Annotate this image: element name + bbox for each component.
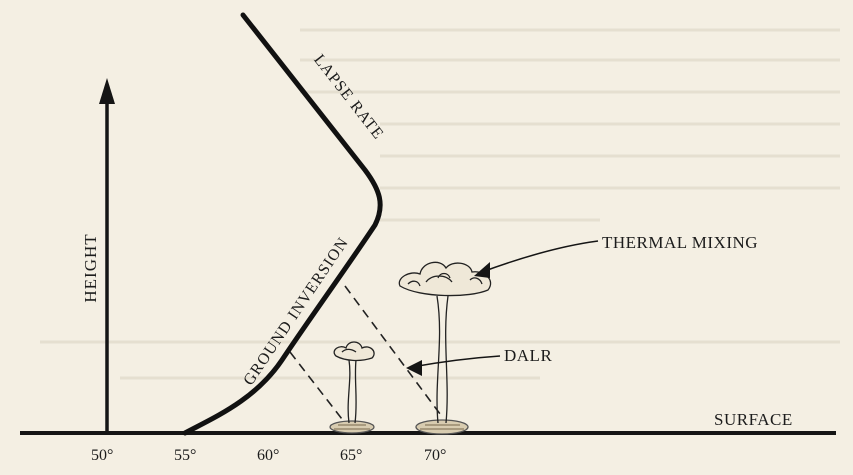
thermal-mixing-annotation: THERMAL MIXING bbox=[474, 233, 758, 278]
temperature-ticks: 50° 55° 60° 65° 70° bbox=[91, 447, 446, 464]
dalr-label: DALR bbox=[504, 346, 552, 365]
height-axis: HEIGHT bbox=[81, 78, 115, 433]
thermal-mixing-label: THERMAL MIXING bbox=[602, 233, 758, 252]
temperature-profile-curve bbox=[182, 12, 383, 436]
dalr-line-right bbox=[344, 285, 444, 419]
large-thermal-plume bbox=[398, 261, 492, 435]
dalr-annotation: DALR bbox=[406, 346, 552, 376]
show-through-text bbox=[40, 28, 840, 380]
height-axis-label: HEIGHT bbox=[81, 233, 100, 302]
tick-70: 70° bbox=[424, 447, 446, 464]
height-arrowhead bbox=[99, 78, 115, 104]
tick-50: 50° bbox=[91, 447, 113, 464]
surface-label: SURFACE bbox=[714, 410, 793, 429]
dalr-lines bbox=[289, 285, 444, 433]
small-thermal-plume bbox=[329, 341, 375, 434]
tick-55: 55° bbox=[174, 447, 196, 464]
tick-65: 65° bbox=[340, 447, 362, 464]
dalr-line-left bbox=[289, 351, 353, 433]
tick-60: 60° bbox=[257, 447, 279, 464]
